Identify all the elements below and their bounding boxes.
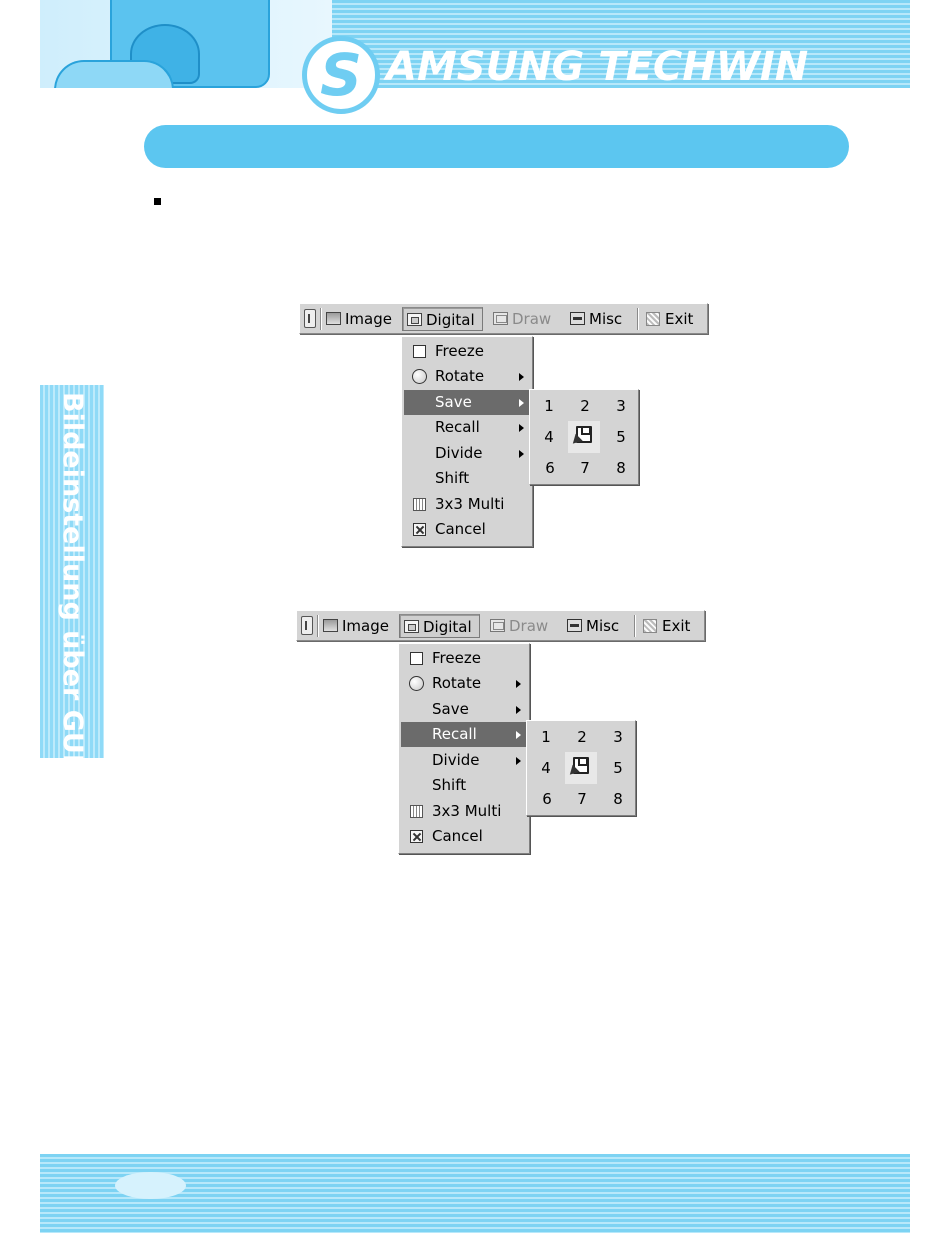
submenu-arrow-icon — [519, 399, 524, 407]
toolbar-exit-button[interactable]: Exit — [639, 614, 701, 638]
page-number-pill — [115, 1172, 186, 1199]
digital-menu: Freeze Rotate Save Recall Divide Shift 3… — [398, 643, 530, 854]
menu-item-3x3-multi[interactable]: 3x3 Multi — [401, 799, 527, 824]
header-camera-image — [40, 0, 332, 88]
toolbar-image-button[interactable]: Image — [319, 614, 395, 638]
submenu-arrow-icon — [519, 450, 524, 458]
toolbar-exit-button[interactable]: Exit — [642, 307, 704, 331]
submenu-arrow-icon — [516, 731, 521, 739]
submenu-arrow-icon — [516, 757, 521, 765]
misc-icon — [570, 312, 585, 325]
cancel-icon — [413, 523, 426, 536]
slot-center — [568, 421, 600, 453]
exit-icon — [643, 619, 657, 633]
menu-item-3x3-multi[interactable]: 3x3 Multi — [404, 492, 530, 517]
slot-5[interactable]: 5 — [606, 423, 636, 451]
image-icon — [326, 312, 341, 325]
gui-screenshot-recall: Image Digital Draw Misc Exit Freeze Rota… — [296, 610, 641, 855]
menu-item-recall[interactable]: Recall — [401, 722, 527, 747]
slot-8[interactable]: 8 — [603, 785, 633, 813]
slot-2[interactable]: 2 — [570, 392, 600, 420]
digital-icon — [407, 313, 422, 326]
slot-5[interactable]: 5 — [603, 754, 633, 782]
submenu-arrow-icon — [516, 680, 521, 688]
menu-item-save[interactable]: Save — [404, 390, 530, 415]
toolbar-draw-button[interactable]: Draw — [489, 307, 555, 331]
slot-6[interactable]: 6 — [532, 785, 562, 813]
exit-icon — [646, 312, 660, 326]
slot-6[interactable]: 6 — [535, 454, 565, 482]
toolbar-grip-handle[interactable] — [304, 309, 316, 328]
side-chapter-label: Bildeinstellung über GUI — [52, 392, 92, 752]
slot-4[interactable]: 4 — [531, 754, 561, 782]
checkbox-icon — [413, 345, 426, 358]
menu-item-divide[interactable]: Divide — [404, 441, 530, 466]
slot-1[interactable]: 1 — [534, 392, 564, 420]
menu-item-recall[interactable]: Recall — [404, 415, 530, 440]
digital-icon — [404, 620, 419, 633]
menu-item-cancel[interactable]: Cancel — [401, 824, 527, 849]
slot-center — [565, 752, 597, 784]
menu-item-shift[interactable]: Shift — [401, 773, 527, 798]
toolbar-image-button[interactable]: Image — [322, 307, 398, 331]
slot-3[interactable]: 3 — [606, 392, 636, 420]
brand-logo-circle: S — [302, 36, 380, 114]
slot-1[interactable]: 1 — [531, 723, 561, 751]
toolbar-misc-button[interactable]: Misc — [566, 307, 632, 331]
gui-screenshot-save: Image Digital Draw Misc Exit Freeze Rota… — [299, 303, 644, 548]
save-slot-grid: 1 2 3 4 5 6 7 8 — [529, 389, 639, 485]
recall-slot-grid: 1 2 3 4 5 6 7 8 — [526, 720, 636, 816]
digital-menu: Freeze Rotate Save Recall Divide Shift 3… — [401, 336, 533, 547]
toolbar-draw-button[interactable]: Draw — [486, 614, 552, 638]
menu-item-divide[interactable]: Divide — [401, 748, 527, 773]
camera-base — [54, 60, 174, 88]
submenu-arrow-icon — [516, 706, 521, 714]
toolbar: Image Digital Draw Misc Exit — [296, 610, 705, 641]
multi-icon — [410, 805, 423, 818]
toolbar: Image Digital Draw Misc Exit — [299, 303, 708, 334]
image-icon — [323, 619, 338, 632]
menu-item-rotate[interactable]: Rotate — [401, 671, 527, 696]
draw-icon — [490, 619, 505, 632]
toolbar-misc-button[interactable]: Misc — [563, 614, 629, 638]
slot-4[interactable]: 4 — [534, 423, 564, 451]
submenu-arrow-icon — [519, 373, 524, 381]
slot-7[interactable]: 7 — [570, 454, 600, 482]
menu-item-freeze[interactable]: Freeze — [404, 339, 530, 364]
cancel-icon — [410, 830, 423, 843]
submenu-arrow-icon — [519, 424, 524, 432]
menu-item-rotate[interactable]: Rotate — [404, 364, 530, 389]
toolbar-digital-button[interactable]: Digital — [399, 614, 480, 638]
multi-icon — [413, 498, 426, 511]
slot-8[interactable]: 8 — [606, 454, 636, 482]
draw-icon — [493, 312, 508, 325]
slot-2[interactable]: 2 — [567, 723, 597, 751]
brand-logo-letter: S — [307, 41, 375, 109]
rotate-icon — [409, 676, 424, 691]
menu-item-save[interactable]: Save — [401, 697, 527, 722]
bullet-icon — [154, 198, 161, 205]
menu-item-cancel[interactable]: Cancel — [404, 517, 530, 542]
misc-icon — [567, 619, 582, 632]
checkbox-icon — [410, 652, 423, 665]
toolbar-digital-button[interactable]: Digital — [402, 307, 483, 331]
toolbar-grip-handle[interactable] — [301, 616, 313, 635]
section-title-bar — [144, 125, 849, 168]
rotate-icon — [412, 369, 427, 384]
menu-item-shift[interactable]: Shift — [404, 466, 530, 491]
slot-3[interactable]: 3 — [603, 723, 633, 751]
slot-7[interactable]: 7 — [567, 785, 597, 813]
brand-name: AMSUNG TECHWIN — [386, 44, 808, 90]
menu-item-freeze[interactable]: Freeze — [401, 646, 527, 671]
